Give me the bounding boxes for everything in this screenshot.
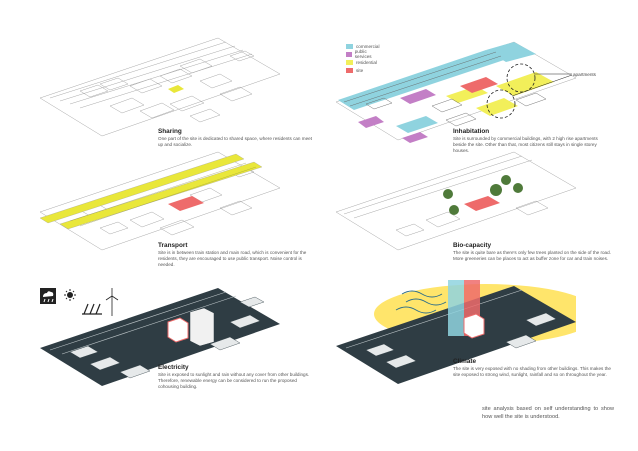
solar-panels-icon	[82, 303, 102, 315]
public-services-zone	[358, 116, 384, 128]
legend-label: public services	[354, 49, 372, 59]
legend-label: site	[356, 67, 364, 73]
legend-item-public-services: public services	[346, 49, 379, 59]
inhabitation-caption: Inhabitation Site is surrounded by comme…	[453, 128, 611, 155]
rain-band	[448, 280, 464, 336]
transport-text: Site is in between train station and mai…	[158, 250, 307, 268]
electricity-caption: Electricity Site is exposed to sunlight …	[158, 364, 316, 391]
bio-capacity-text: The site is quite bare as there's only f…	[453, 250, 611, 262]
sharing-diagram	[40, 37, 280, 137]
sun-icon	[64, 289, 76, 301]
tree-icon	[449, 205, 459, 215]
site-building	[167, 317, 189, 343]
inhabitation-title: Inhabitation	[453, 128, 490, 135]
inhabitation-diagram	[336, 41, 576, 143]
bio-capacity-title: Bio-capacity	[453, 242, 492, 249]
electricity-text: Site is exposed to sunlight and rain wit…	[158, 372, 310, 390]
legend-swatch-commercial	[346, 43, 353, 49]
climate-caption: Climate The site is very exposed with no…	[453, 358, 611, 378]
tree-icon	[443, 189, 453, 199]
apartments-annotation: apartments	[573, 72, 596, 77]
inhabitation-text: Site is surrounded by commercial buildin…	[453, 136, 598, 154]
site-zone	[168, 196, 204, 211]
electricity-title: Electricity	[158, 364, 189, 371]
climate-icons	[40, 288, 119, 316]
legend-item-commercial: commercial	[346, 42, 379, 50]
legend-item-site: site	[346, 66, 379, 74]
legend-label: commercial	[356, 43, 380, 49]
site-building	[463, 313, 485, 339]
sharing-shared-space	[168, 85, 184, 93]
main-road	[40, 153, 245, 224]
tree-icon	[501, 175, 511, 185]
sharing-caption: Sharing One part of the site is dedicate…	[158, 128, 316, 148]
site-zone	[464, 196, 500, 211]
legend-item-residential: residential	[346, 58, 379, 66]
public-services-zone	[400, 89, 436, 104]
bio-capacity-caption: Bio-capacity The site is quite bare as t…	[453, 242, 611, 262]
commercial-zone	[396, 116, 438, 133]
tree-icon	[513, 183, 523, 193]
climate-text: The site is very exposed with no shading…	[453, 366, 611, 378]
wind-arrows	[395, 290, 447, 314]
transport-title: Transport	[158, 242, 188, 249]
railway	[59, 161, 263, 230]
climate-diagram	[336, 280, 576, 384]
electricity-diagram	[40, 288, 280, 386]
legend-swatch-public-services	[346, 51, 352, 57]
zoning-legend: commercial public services residential s…	[346, 42, 379, 74]
apartment-marker	[486, 89, 516, 119]
footnote: site analysis based on self understandin…	[482, 406, 614, 420]
transport-diagram	[40, 151, 280, 251]
climate-title: Climate	[453, 358, 477, 365]
residential-zone	[476, 98, 518, 116]
rain-cloud-icon	[40, 288, 56, 304]
residential-zone	[496, 72, 554, 96]
wind-turbine-icon	[105, 288, 119, 316]
tree-icon	[490, 184, 502, 196]
legend-swatch-site	[346, 67, 353, 73]
bio-capacity-diagram	[336, 151, 576, 251]
apartment-block	[189, 307, 215, 347]
site-zone	[460, 77, 498, 93]
public-services-zone	[402, 132, 428, 143]
legend-swatch-residential	[346, 59, 353, 65]
sharing-text: One part of the site is dedicated to sha…	[158, 136, 312, 148]
sharing-title: Sharing	[158, 128, 182, 135]
legend-label: residential	[356, 59, 377, 65]
apartment-marker	[506, 63, 536, 93]
commercial-zone	[338, 50, 504, 110]
transport-caption: Transport Site is in between train stati…	[158, 242, 316, 269]
